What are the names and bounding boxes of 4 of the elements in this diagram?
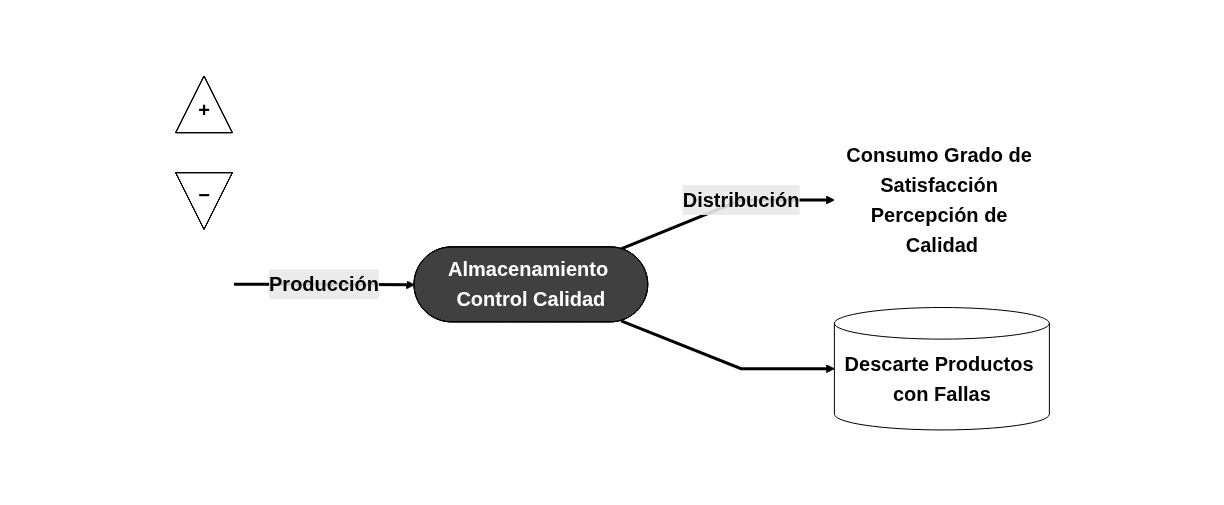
edge-label: Producción	[269, 272, 380, 295]
arrow	[620, 319, 836, 373]
node-text: Consumo Grado de Satisfacción Percepción de Calidad	[846, 143, 1033, 256]
edge-label: Distribución	[683, 188, 800, 211]
